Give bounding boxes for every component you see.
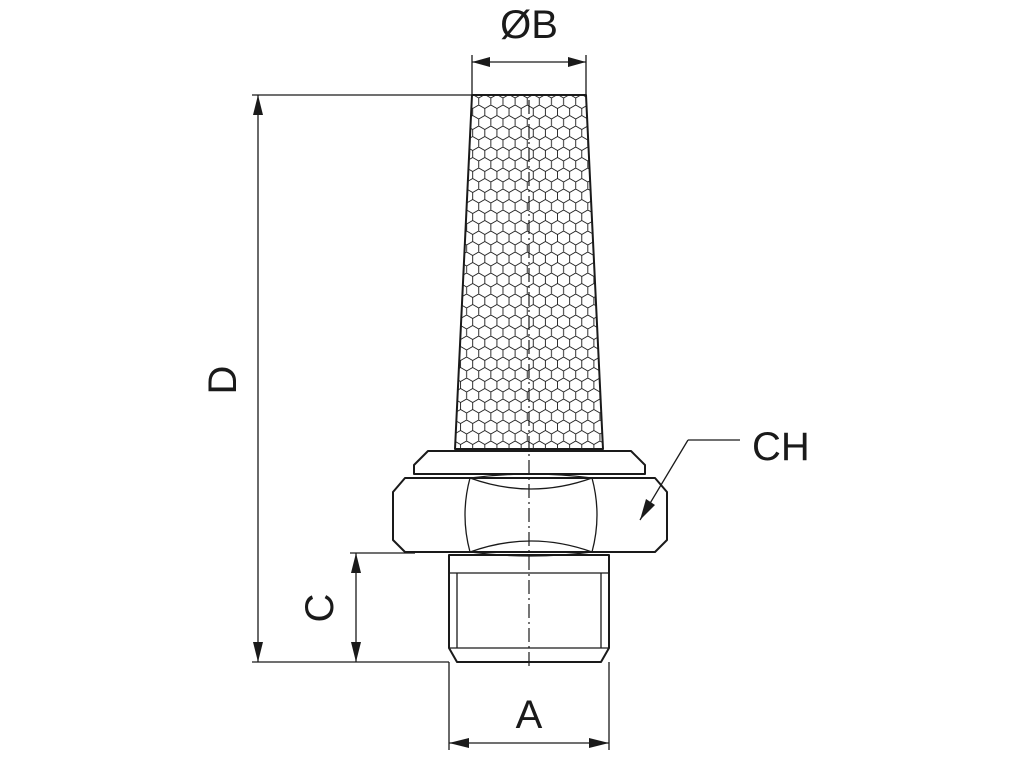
hex-nut (392, 473, 668, 557)
label-hex-ch: CH (752, 425, 810, 469)
dimension-thread-a: A (448, 662, 610, 750)
label-diameter-b: ØB (500, 3, 558, 47)
dimension-diameter-b: ØB (471, 3, 587, 95)
leader-hex-ch: CH (639, 425, 810, 521)
collar (413, 450, 646, 475)
label-thread-length-c: C (298, 594, 342, 623)
label-length-d: D (201, 366, 245, 395)
dimension-thread-length-c: C (298, 552, 415, 662)
label-thread-a: A (516, 693, 543, 737)
filter-element (454, 94, 604, 450)
dimension-length-d: D (201, 94, 472, 663)
threaded-spigot (448, 554, 610, 663)
